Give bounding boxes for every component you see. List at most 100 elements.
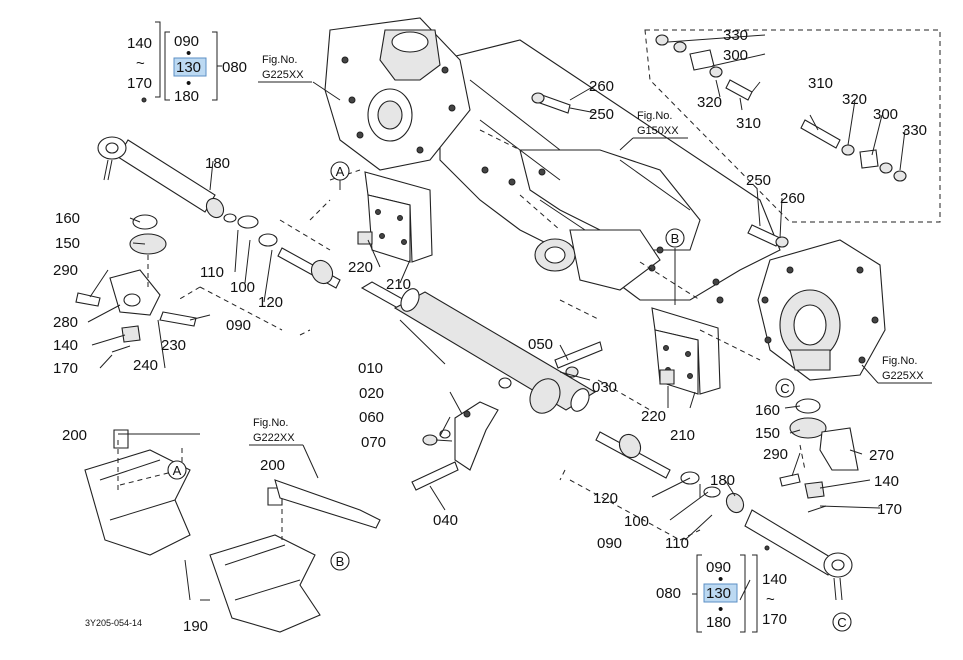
group-right-tilde: ~ bbox=[766, 591, 775, 608]
label-250-right: 250 bbox=[746, 172, 771, 189]
label-220-left: 220 bbox=[348, 259, 373, 276]
label-280: 280 bbox=[53, 314, 78, 331]
label-150-left: 150 bbox=[55, 235, 80, 252]
label-140-left: 140 bbox=[53, 337, 78, 354]
group-left-080: 080 bbox=[222, 59, 247, 76]
clevis-fork bbox=[411, 341, 603, 491]
fig-ref-top-center-code: G150XX bbox=[637, 125, 679, 137]
bracket-left bbox=[364, 171, 433, 263]
left-inner-rod bbox=[223, 213, 341, 289]
label-330-top: 330 bbox=[723, 27, 748, 44]
group-right-080: 080 bbox=[656, 585, 681, 602]
group-right-170: 170 bbox=[762, 611, 787, 628]
label-070: 070 bbox=[361, 434, 386, 451]
group-left-180: 180 bbox=[174, 88, 199, 105]
label-020: 020 bbox=[359, 385, 384, 402]
label-200-right: 200 bbox=[260, 457, 285, 474]
label-160-left: 160 bbox=[55, 210, 80, 227]
label-290-left: 290 bbox=[53, 262, 78, 279]
group-left: 140 ~ 170 090 • 130 • 180 080 bbox=[127, 21, 247, 105]
steering-cylinder bbox=[360, 281, 597, 414]
marker-b-bottom-label: B bbox=[336, 554, 345, 569]
marker-b-top-label: B bbox=[671, 231, 680, 246]
fig-ref-top-left-title: Fig.No. bbox=[262, 54, 297, 66]
marker-b-top: B bbox=[665, 228, 685, 305]
group-left-130: 130 bbox=[176, 59, 201, 76]
detail-box-outline bbox=[644, 29, 941, 223]
label-200-left: 200 bbox=[62, 427, 87, 444]
right-tie-rod bbox=[725, 492, 853, 601]
label-300-right: 300 bbox=[873, 106, 898, 123]
label-120-right: 120 bbox=[593, 490, 618, 507]
marker-c-bottom-label: C bbox=[837, 615, 846, 630]
group-left-090: 090 bbox=[174, 33, 199, 50]
group-right: 090 • 130 • 180 080 140 ~ 170 bbox=[656, 545, 787, 633]
label-210-left: 210 bbox=[386, 276, 411, 293]
group-left-dot-2: • bbox=[186, 75, 191, 92]
marker-a-bottom: A bbox=[167, 460, 187, 480]
marker-a-top-label: A bbox=[336, 164, 345, 179]
label-110-left: 110 bbox=[200, 264, 224, 281]
group-right-140: 140 bbox=[762, 571, 787, 588]
label-220-right: 220 bbox=[641, 408, 666, 425]
bracket-bolts bbox=[357, 92, 789, 385]
marker-c-top: C bbox=[775, 378, 795, 398]
fig-ref-top-left: Fig.No. G225XX bbox=[258, 54, 312, 83]
marker-c-bottom: C bbox=[832, 612, 852, 632]
marker-a-top: A bbox=[330, 161, 350, 190]
fig-ref-right: Fig.No. G225XX bbox=[861, 355, 932, 384]
label-190: 190 bbox=[183, 618, 208, 635]
label-260-top: 260 bbox=[589, 78, 614, 95]
label-250-top: 250 bbox=[589, 106, 614, 123]
label-040: 040 bbox=[433, 512, 458, 529]
label-030: 030 bbox=[592, 379, 617, 396]
group-right-dot-2: • bbox=[718, 601, 723, 618]
label-050: 050 bbox=[528, 336, 553, 353]
fig-ref-top-left-code: G225XX bbox=[262, 69, 304, 81]
group-right-180: 180 bbox=[706, 614, 731, 631]
label-240: 240 bbox=[133, 357, 158, 374]
label-180-right: 180 bbox=[710, 472, 735, 489]
label-320-top: 320 bbox=[697, 94, 722, 111]
label-320-right: 320 bbox=[842, 91, 867, 108]
label-260-right: 260 bbox=[780, 190, 805, 207]
group-right-dot-1: • bbox=[718, 571, 723, 588]
part-number-labels: 330 300 320 310 260 250 310 320 300 330 … bbox=[53, 27, 927, 635]
label-160-right: 160 bbox=[755, 402, 780, 419]
group-left-140: 140 bbox=[127, 35, 152, 52]
label-210-right: 210 bbox=[670, 427, 695, 444]
axle-housing bbox=[439, 39, 781, 304]
leader-lines bbox=[87, 34, 906, 601]
marker-c-top-label: C bbox=[780, 381, 789, 396]
right-gear-case bbox=[757, 239, 886, 381]
marker-b-bottom: B bbox=[330, 551, 350, 571]
label-090-right: 090 bbox=[597, 535, 622, 552]
fig-ref-right-title: Fig.No. bbox=[882, 355, 917, 367]
left-tie-rod bbox=[97, 136, 225, 219]
detail-parts bbox=[655, 34, 907, 182]
group-left-tilde: ~ bbox=[136, 55, 145, 72]
label-330-right: 330 bbox=[902, 122, 927, 139]
label-170-left: 170 bbox=[53, 360, 78, 377]
group-left-dot-1: • bbox=[186, 45, 191, 62]
fig-ref-top-center-title: Fig.No. bbox=[637, 110, 672, 122]
label-310-right: 310 bbox=[808, 75, 833, 92]
label-100-right: 100 bbox=[624, 513, 649, 530]
label-150-right: 150 bbox=[755, 425, 780, 442]
cover-left bbox=[84, 429, 191, 556]
label-170-right: 170 bbox=[877, 501, 902, 518]
fig-ref-bottom-left-title: Fig.No. bbox=[253, 417, 288, 429]
label-300-top: 300 bbox=[723, 47, 748, 64]
label-110-right: 110 bbox=[665, 535, 689, 552]
label-180-left: 180 bbox=[205, 155, 230, 172]
fig-ref-right-code: G225XX bbox=[882, 370, 924, 382]
left-knuckle-arm bbox=[75, 214, 197, 353]
label-290-right: 290 bbox=[763, 446, 788, 463]
drawing-code: 3Y205-054-14 bbox=[85, 618, 142, 628]
label-090-left: 090 bbox=[226, 317, 251, 334]
left-gear-case bbox=[324, 17, 471, 171]
label-120-left: 120 bbox=[258, 294, 283, 311]
label-230: 230 bbox=[161, 337, 186, 354]
label-100-left: 100 bbox=[230, 279, 255, 296]
